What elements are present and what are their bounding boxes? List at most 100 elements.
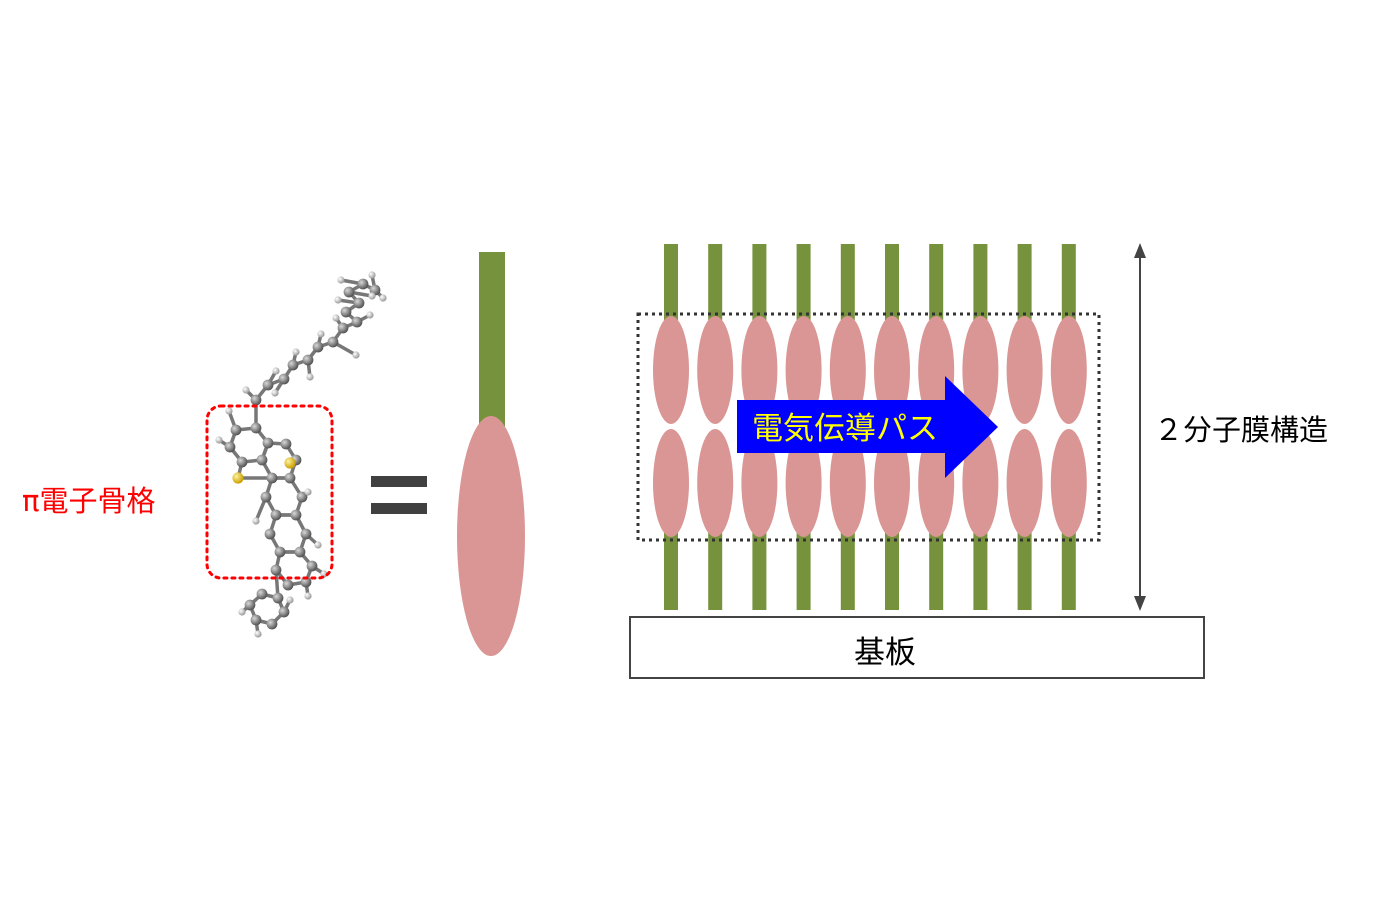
carbon-atom [270,564,282,576]
carbon-atom [351,316,363,328]
hydrogen-atom [306,373,314,381]
carbon-atom [282,579,294,591]
hydrogen-atom [314,541,322,549]
upper-alkyl-chain [708,244,723,320]
hydrogen-atom [352,351,360,359]
bilayer-structure-label: ２分子膜構造 [1154,413,1328,447]
carbon-atom [278,373,290,385]
upper-alkyl-chain [885,244,899,320]
lower-pi-core [1006,429,1043,537]
upper-pi-core [653,316,689,424]
carbon-atom [300,528,312,540]
carbon-atom [343,286,355,298]
hydrogen-atom [254,630,262,638]
pi-skeleton-label: π電子骨格 [22,484,155,518]
sulfur-atom [232,472,244,484]
upper-pi-core [697,316,734,424]
thickness-arrow [1134,243,1146,611]
hydrogen-atom [368,292,376,300]
upper-alkyl-chain [929,244,944,320]
lower-alkyl-chain [1017,530,1032,610]
upper-pi-core [874,316,910,424]
hydrogen-atom [368,271,376,279]
carbon-atom [256,454,268,466]
bilayer-molecules [653,244,1087,610]
carbon-atom [224,441,236,453]
carbon-atom [270,509,282,521]
lower-alkyl-chain [885,530,899,610]
substrate-box [629,616,1205,679]
carbon-atom [312,341,324,353]
carbon-atom [302,354,314,366]
carbon-atom [262,437,274,449]
lower-pi-core [1050,429,1087,537]
carbon-atom [264,528,276,540]
carbon-atom [272,592,284,604]
carbon-atom [256,588,268,600]
lower-alkyl-chain [840,530,855,610]
carbon-atom [340,306,352,318]
carbon-atom [266,618,278,630]
hydrogen-atom [317,330,325,338]
upper-alkyl-chain [752,244,767,320]
lower-alkyl-chain [929,530,944,610]
hydrogen-atom [304,592,312,600]
upper-pi-core [962,316,999,424]
hydrogen-atom [286,596,294,604]
carbon-atom [306,560,318,572]
sulfur-atom [284,457,296,469]
hydrogen-atom [332,314,340,322]
upper-pi-core [1050,316,1087,424]
carbon-atom [353,297,365,309]
carbon-atom [266,472,278,484]
pi-skeleton-box [205,404,334,580]
lower-alkyl-chain [664,530,678,610]
upper-pi-core [1006,316,1043,424]
upper-alkyl-chain [840,244,855,320]
carbon-atom [357,278,369,290]
upper-alkyl-chain [1061,244,1076,320]
lower-alkyl-chain [752,530,767,610]
molecule-atoms [215,271,387,638]
conduction-path-label: 電気伝導パス [752,411,938,447]
arrow-shape [737,376,998,478]
hydrogen-atom [304,488,312,496]
carbon-atom [250,614,262,626]
carbon-atom [294,546,306,558]
hydrogen-atom [366,311,374,319]
upper-alkyl-chain [796,244,811,320]
arrow-head-top [1134,243,1146,258]
carbon-atom [274,546,286,558]
substrate-label: 基板 [854,635,916,671]
carbon-atom [262,379,274,391]
upper-pi-core [741,316,778,424]
lower-pi-core [741,429,778,537]
schematic-molecule [457,252,525,656]
carbon-atom [236,456,248,468]
upper-alkyl-chain [973,244,988,320]
hydrogen-atom [379,294,387,302]
schematic-pi-core [457,416,525,656]
lower-pi-core [653,429,689,537]
hydrogen-atom [252,517,260,525]
hydrogen-atom [334,296,342,304]
carbon-atom [250,422,262,434]
schematic-alkyl-chain [479,252,505,442]
lower-pi-core [785,429,822,537]
equals-sign [371,476,427,514]
lower-alkyl-chain [1061,530,1076,610]
lower-alkyl-chain [796,530,811,610]
lower-alkyl-chain [973,530,988,610]
carbon-atom [260,491,272,503]
carbon-atom [278,606,290,618]
carbon-atom [296,491,308,503]
substrate: 基板 [629,616,1205,679]
carbon-atom [327,336,339,348]
lower-pi-core [874,429,910,537]
lower-pi-core [697,429,734,537]
lower-pi-core [829,429,866,537]
molecule-model [215,271,387,638]
hydrogen-atom [225,407,233,415]
hydrogen-atom [292,348,300,356]
